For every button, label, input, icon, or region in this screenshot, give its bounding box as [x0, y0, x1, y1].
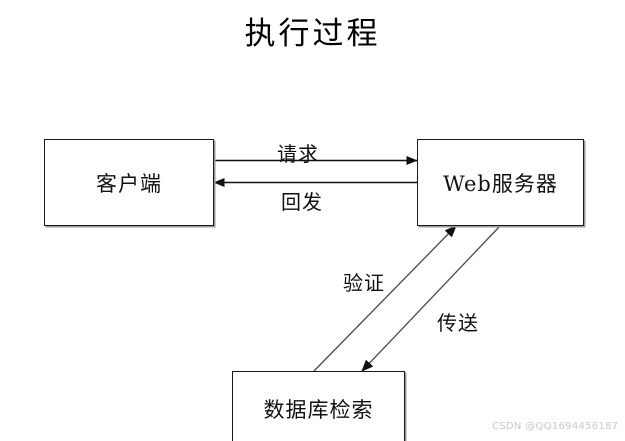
edge-label-postback: 回发 [281, 190, 323, 214]
node-database[interactable]: 数据库检索 [232, 371, 405, 441]
edge-label-verify: 验证 [343, 271, 385, 295]
edge-label-transmit: 传送 [437, 311, 479, 335]
page-title: 执行过程 [244, 16, 381, 52]
node-client[interactable]: 客户端 [44, 139, 214, 226]
edge-verify-line [313, 225, 457, 372]
watermark: CSDN @QQ1694456187 [492, 421, 619, 432]
node-web-server[interactable]: Web服务器 [417, 139, 584, 226]
node-client-label: 客户端 [96, 171, 162, 196]
edge-label-request: 请求 [277, 142, 319, 166]
node-web-server-label: Web服务器 [443, 171, 558, 196]
node-database-label: 数据库检索 [263, 398, 374, 422]
edge-transmit-line [361, 225, 501, 372]
